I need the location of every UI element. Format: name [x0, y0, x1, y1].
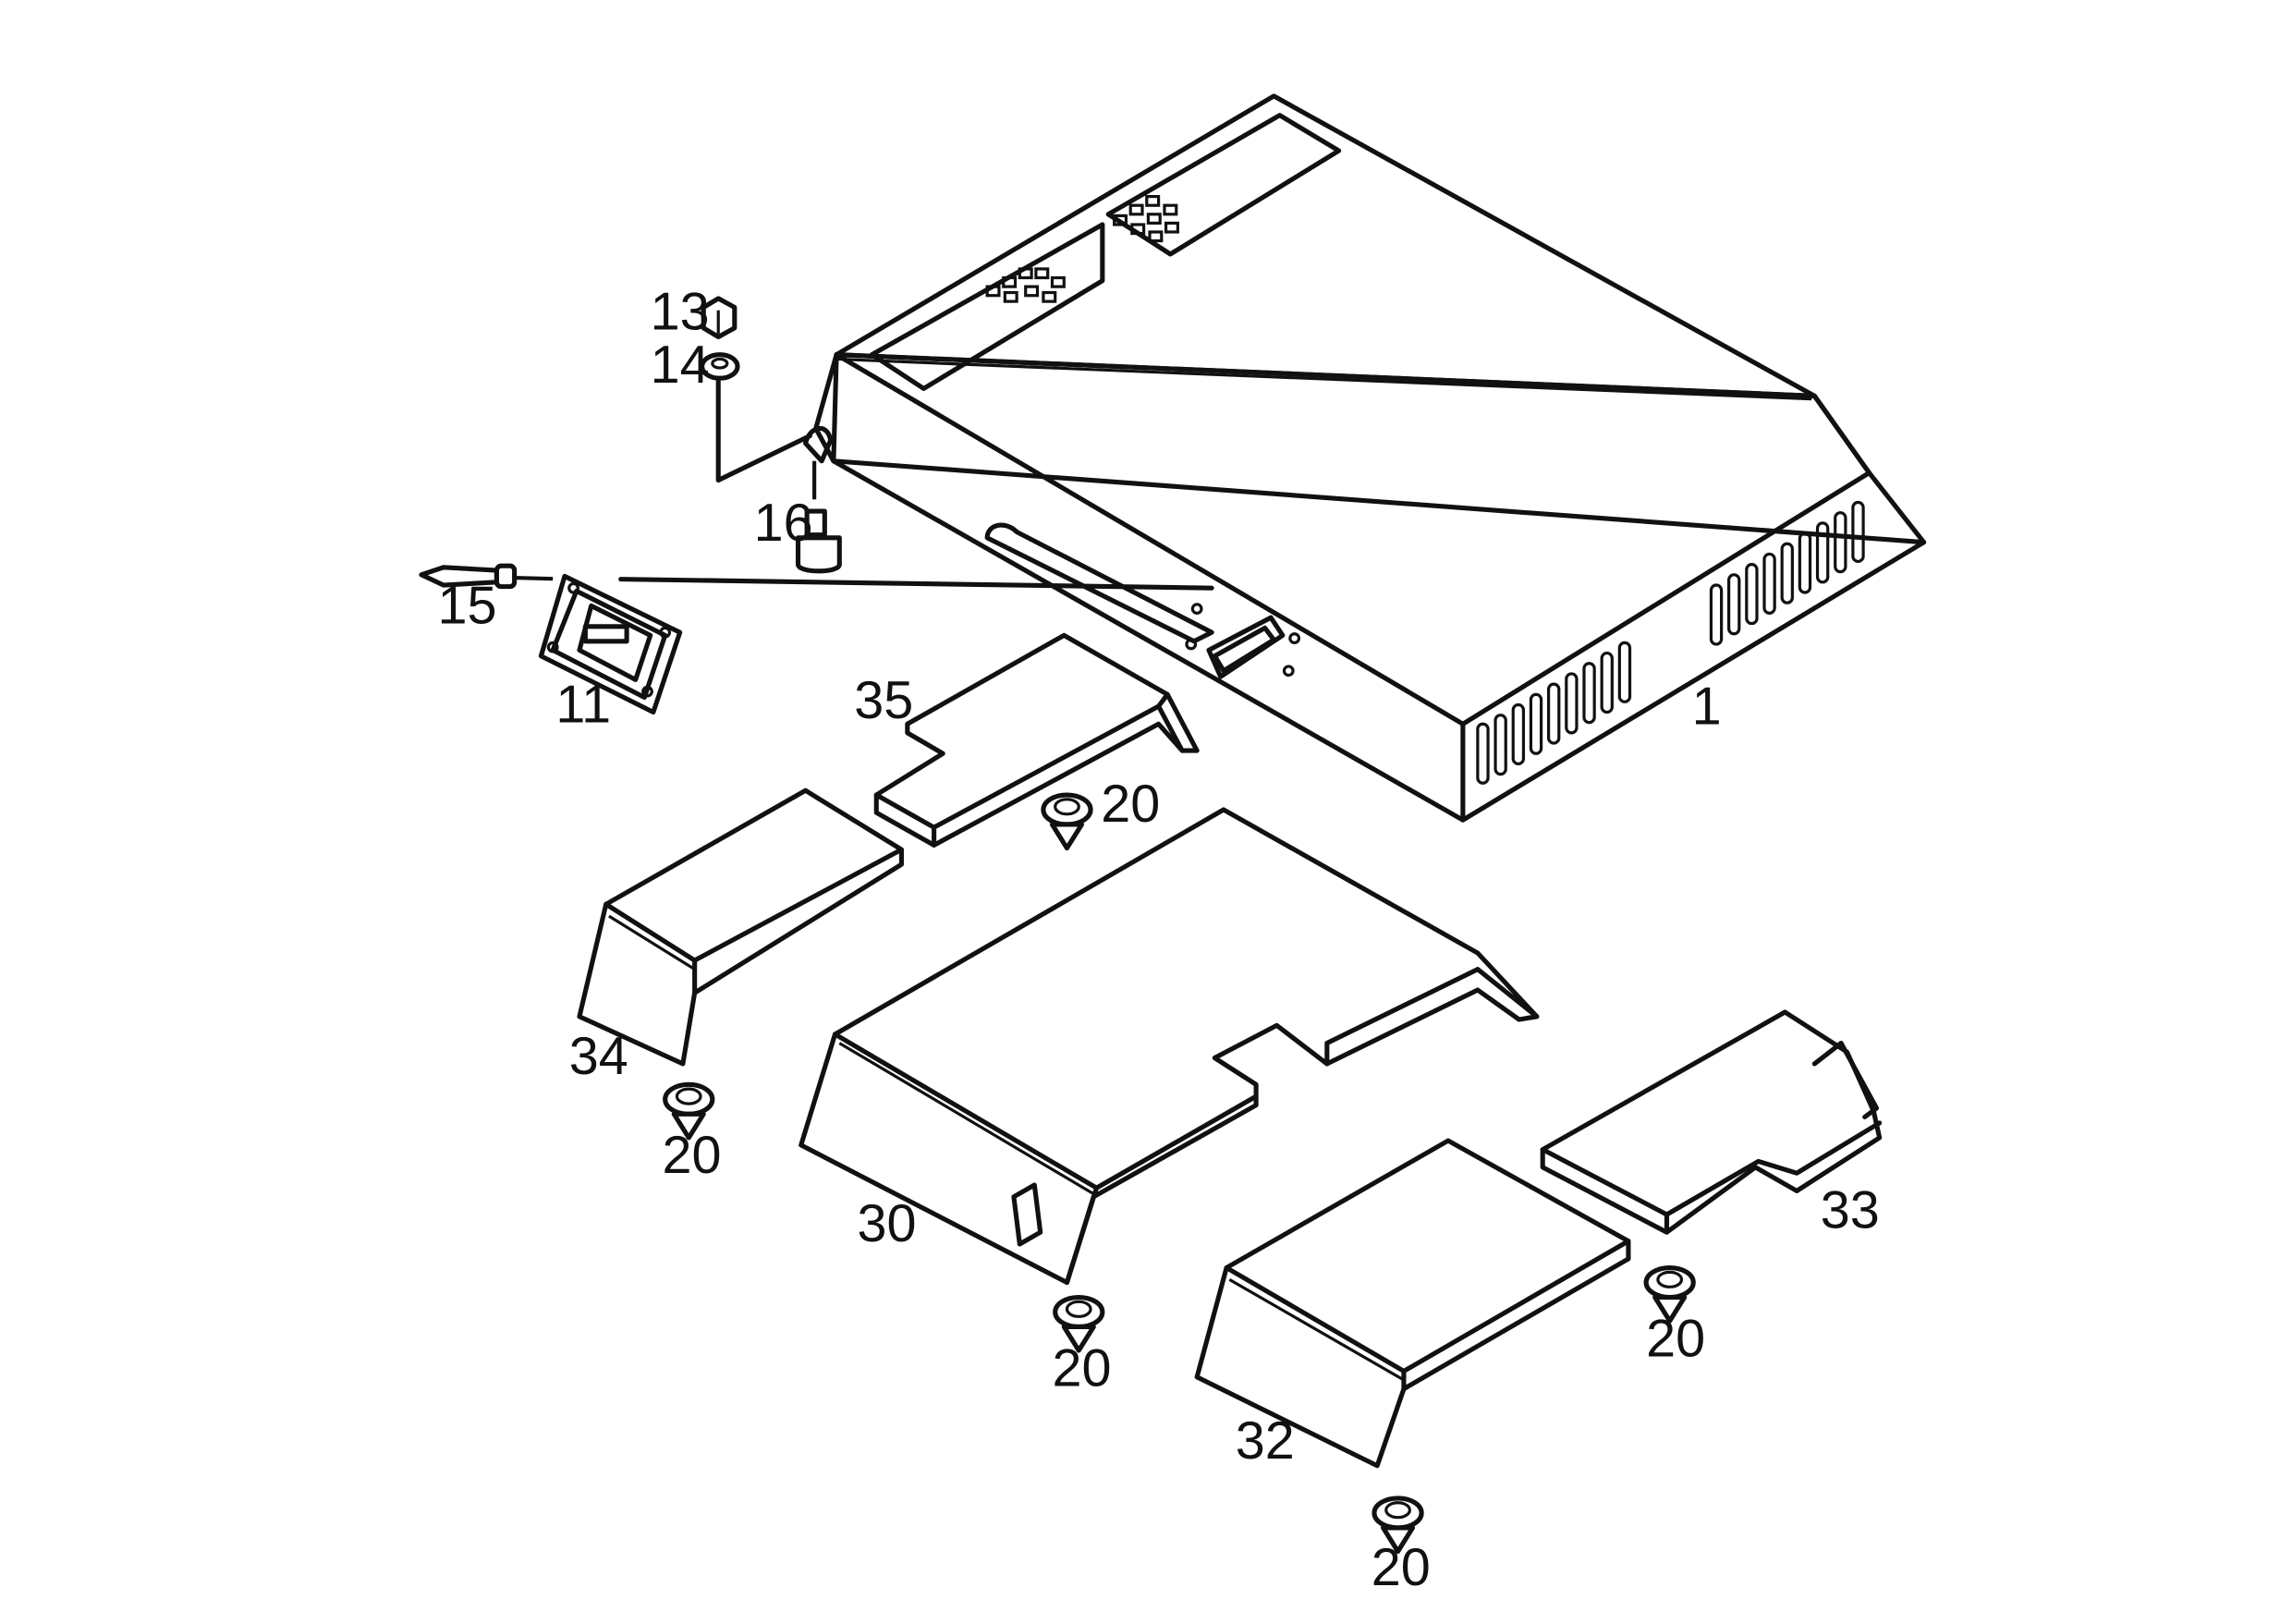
part-20-fastener-4	[1643, 1264, 1696, 1324]
callout-20-d: 20	[1646, 1309, 1705, 1368]
callout-11: 11	[555, 676, 611, 735]
callout-20-b: 20	[662, 1126, 721, 1185]
part-16-stud	[795, 460, 842, 574]
part-14-washer	[700, 352, 740, 381]
part-30-cover-piece	[799, 807, 1540, 1286]
part-33-cover-piece	[1540, 1009, 1883, 1235]
callout-32: 32	[1236, 1411, 1295, 1471]
callout-33: 33	[1821, 1180, 1880, 1239]
callout-30: 30	[857, 1194, 916, 1253]
callout-35: 35	[854, 671, 913, 730]
part-32-cover-piece	[1194, 1138, 1631, 1469]
part-20-fastener-5	[1372, 1496, 1424, 1555]
callout-16: 16	[754, 494, 813, 553]
callout-20-e: 20	[1372, 1538, 1431, 1597]
callout-1: 1	[1692, 677, 1722, 736]
part-11-latch	[538, 573, 683, 715]
callout-13: 13	[651, 282, 710, 341]
callout-20-a: 20	[1101, 775, 1160, 834]
part-35-cover-piece	[873, 632, 1200, 848]
vent-slots-left	[1476, 641, 1632, 785]
keypad-grid-left	[985, 267, 1066, 303]
part-15-pin	[419, 563, 518, 590]
callout-34: 34	[569, 1027, 628, 1086]
part-1-top-cover	[802, 93, 1927, 823]
keypad-grid-right	[1113, 195, 1179, 243]
vent-slots-right	[1709, 500, 1865, 646]
part-20-fastener-3	[1053, 1294, 1105, 1353]
part-34-cover-piece	[577, 788, 904, 1067]
callout-14: 14	[651, 336, 710, 395]
part-20-fastener-2	[663, 1081, 715, 1141]
part-20-fastener-1	[1041, 792, 1093, 851]
callout-20-c: 20	[1052, 1338, 1111, 1398]
part-13-nut	[701, 296, 738, 340]
callout-15: 15	[438, 577, 497, 636]
